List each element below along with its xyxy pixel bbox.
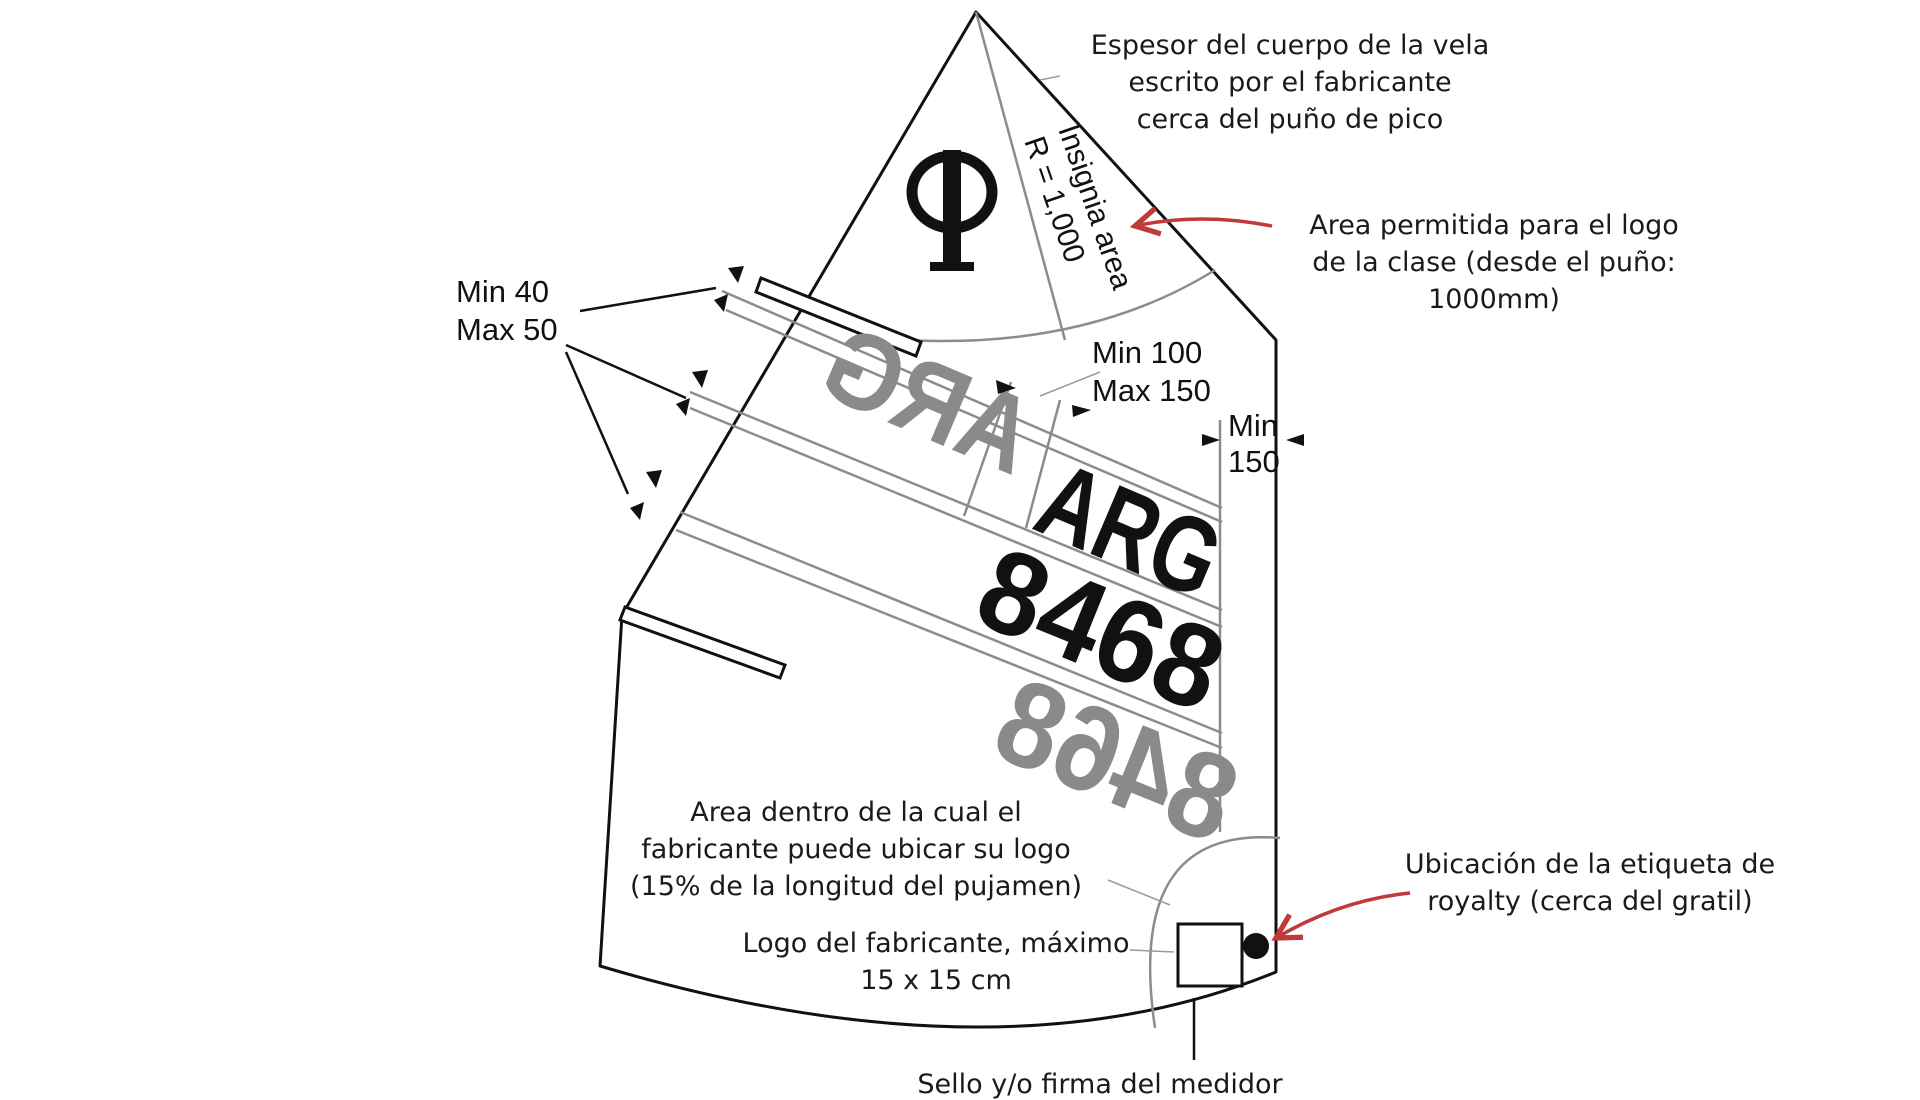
maker-area-note-line2: fabricante puede ubicar su logo [641,834,1071,865]
red-arrows [1135,219,1411,938]
thickness-note-line1: Espesor del cuerpo de la vela [1091,30,1490,61]
batten-spacing-max: Max 50 [456,312,558,347]
thickness-note-line3: cerca del puño de pico [1137,104,1444,135]
maker-logo-note-line1: Logo del fabricante, máximo [743,928,1130,959]
lower-batten [618,605,787,680]
sail-outline [598,10,1278,1029]
maker-logo-note-line2: 15 x 15 cm [860,965,1012,996]
maker-area-note-line1: Area dentro de la cual el [690,797,1021,828]
upper-batten [754,276,923,358]
number-band-lines [675,289,1223,832]
maker-logo-area-arc [1148,835,1281,1029]
thickness-note-line2: escrito por el fabricante [1128,67,1451,98]
class-logo-note: Area permitida para el logo de la clase … [1309,210,1679,315]
leech-margin-min: Min [1228,408,1278,443]
batten-spacing-min: Min 40 [456,274,549,309]
royalty-note-line2: royalty (cerca del gratil) [1427,886,1752,917]
royalty-tag-dot-icon [1243,933,1269,959]
maker-logo-box [1176,922,1244,988]
letter-height-label: Min 100 Max 150 [1092,335,1211,408]
class-logo-arrow [1135,219,1273,226]
maker-area-note-line3: (15% de la longitud del pujamen) [630,871,1082,902]
dimension-markers [630,266,1304,520]
measurer-note: Sello y/o firma del medidor [917,1069,1283,1100]
maker-logo-note: Logo del fabricante, máximo 15 x 15 cm [743,928,1130,996]
class-logo-note-line1: Area permitida para el logo [1309,210,1679,241]
royalty-note-line1: Ubicación de la etiqueta de [1405,849,1775,880]
batten-spacing-label: Min 40 Max 50 [456,274,558,347]
optimist-class-insignia-icon [906,150,998,271]
maker-area-note: Area dentro de la cual el fabricante pue… [630,797,1082,902]
thin-leaders [1039,75,1175,953]
leech-margin-label: Min 150 [1228,408,1280,479]
letter-height-min: Min 100 [1092,335,1202,370]
royalty-tag-arrow [1276,891,1411,938]
battens [618,276,923,680]
leech-margin-value: 150 [1228,444,1280,479]
class-logo-note-line2: de la clase (desde el puño: [1312,247,1675,278]
letter-height-max: Max 150 [1092,373,1211,408]
royalty-note: Ubicación de la etiqueta de royalty (cer… [1405,849,1775,917]
leader-lines [564,286,1196,1060]
class-logo-note-line3: 1000mm) [1428,284,1560,315]
thickness-note: Espesor del cuerpo de la vela escrito po… [1091,30,1490,135]
